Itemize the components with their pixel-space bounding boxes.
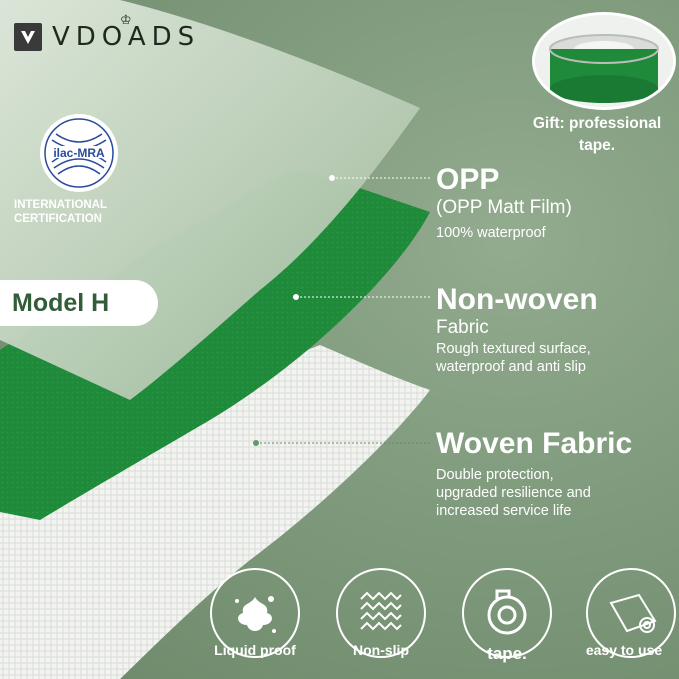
- tape-roll-icon: [462, 568, 552, 658]
- layer-label-non-woven: Non-woven Fabric Rough textured surface,…: [436, 284, 598, 376]
- layer-subtitle: (OPP Matt Film): [436, 197, 572, 218]
- certification-line-1: INTERNATIONAL: [14, 199, 108, 211]
- brand-logo: VDOADS: [14, 22, 200, 52]
- brand-name: VDOADS: [52, 22, 201, 52]
- layer-title: Non-woven: [436, 283, 598, 316]
- opp-leader-dot: [329, 175, 335, 181]
- model-label: Model H: [12, 288, 110, 317]
- feature-label-liquid-proof: Liquid proof: [214, 642, 296, 658]
- brand-mark-icon: [14, 23, 42, 51]
- non-woven-layer: [0, 170, 430, 520]
- feature-label-easy-to-use: easy to use: [585, 642, 663, 658]
- feature-label-tape: tape.: [487, 644, 527, 663]
- zigzag-texture-icon: [336, 568, 426, 658]
- layer-desc: increased service life: [436, 503, 572, 519]
- non-woven-leader-dot: [293, 294, 299, 300]
- gift-tape-image: [532, 12, 676, 110]
- seal-text: ilac-MRA: [53, 146, 105, 160]
- layer-title: Woven Fabric: [436, 427, 633, 460]
- layer-desc: waterproof and anti slip: [436, 359, 586, 375]
- certification-text: INTERNATIONAL CERTIFICATION: [14, 198, 144, 226]
- feature-label-non-slip: Non-slip: [353, 642, 409, 658]
- layer-desc: 100% waterproof: [436, 225, 546, 241]
- crown-icon: ♔: [120, 12, 132, 27]
- layer-desc: Rough textured surface,: [436, 341, 591, 357]
- layer-title: OPP: [436, 163, 500, 196]
- certification-badge: ilac-MRA INTERNATIONAL CERTIFICATION: [14, 112, 144, 226]
- splash-icon: [210, 568, 300, 658]
- woven-leader-dot: [253, 440, 259, 446]
- gift-line-1: Gift: professional: [532, 115, 662, 132]
- gift-line-2: tape.: [578, 137, 616, 154]
- rolled-sheet-icon: [586, 568, 676, 658]
- layer-label-woven: Woven Fabric Double protection, upgraded…: [436, 428, 632, 520]
- layer-desc: upgraded resilience and: [436, 485, 591, 501]
- gift-text: Gift: professional tape.: [516, 113, 678, 157]
- certification-line-2: CERTIFICATION: [14, 213, 102, 225]
- layer-label-opp: OPP (OPP Matt Film) 100% waterproof: [436, 164, 572, 242]
- layer-subtitle: Fabric: [436, 317, 489, 338]
- model-badge: Model H: [0, 280, 158, 326]
- layer-desc: Double protection,: [436, 467, 554, 483]
- ilac-mra-seal-icon: ilac-MRA: [38, 112, 120, 194]
